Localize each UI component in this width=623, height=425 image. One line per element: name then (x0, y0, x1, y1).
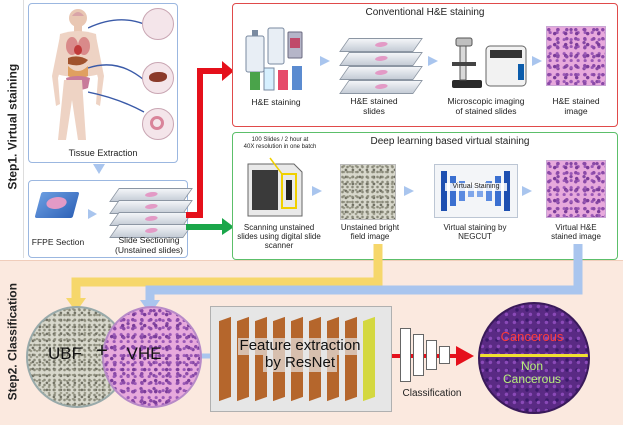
right-arrow-icon (320, 56, 330, 66)
right-arrow-icon (428, 56, 438, 66)
cancerous-label: Cancerous (500, 329, 564, 344)
classifier-layers (400, 328, 460, 384)
tissue-circle-brain (142, 8, 174, 40)
tissue-circle-liver (142, 62, 174, 94)
extraction-arrows (88, 19, 145, 113)
branch-arrows (186, 61, 234, 235)
human-body-illustration (52, 9, 104, 140)
ffpe-section-label: FFPE Section (31, 237, 85, 247)
he-stained-image (546, 26, 606, 86)
vhe-label: VHE (126, 344, 162, 363)
unstained-bright-field-image (340, 164, 396, 220)
virtual-staining-box-label: Virtual Staining (445, 183, 507, 191)
step1-side-bar (0, 0, 24, 258)
negcut-network-box: Virtual Staining (434, 164, 518, 218)
result-divider (480, 354, 588, 357)
unet-diagram (441, 171, 510, 211)
conventional-title: Conventional H&E staining (365, 7, 485, 18)
reagent-bottles-illustration (245, 27, 303, 91)
plus-sign: + (96, 340, 108, 362)
right-arrow-icon (312, 186, 322, 196)
tissue-extraction-label: Tissue Extraction (68, 148, 138, 158)
slide-scanner-icon (247, 157, 303, 217)
virtual-he-image (546, 160, 606, 218)
microscope-scanner-icon (452, 37, 527, 88)
right-arrow-icon (532, 56, 542, 66)
right-arrow-icon (404, 186, 414, 196)
he-staining-label: H&E staining (251, 97, 301, 107)
ubf-label: UBF (48, 344, 82, 363)
right-arrow-icon (88, 209, 97, 219)
slide-sectioning-label: Slide Sectioning(Unstained slides) (114, 235, 184, 255)
deep-learning-title: Deep learning based virtual staining (370, 136, 530, 147)
classification-label: Classification (402, 388, 462, 399)
down-arrow-icon (93, 164, 105, 174)
feature-extraction-label: Feature extraction by ResNet (237, 337, 363, 372)
tissue-circle-intestine (142, 108, 174, 140)
vhe-circle (102, 306, 202, 408)
result-circle (478, 302, 590, 414)
right-arrow-icon (522, 186, 532, 196)
